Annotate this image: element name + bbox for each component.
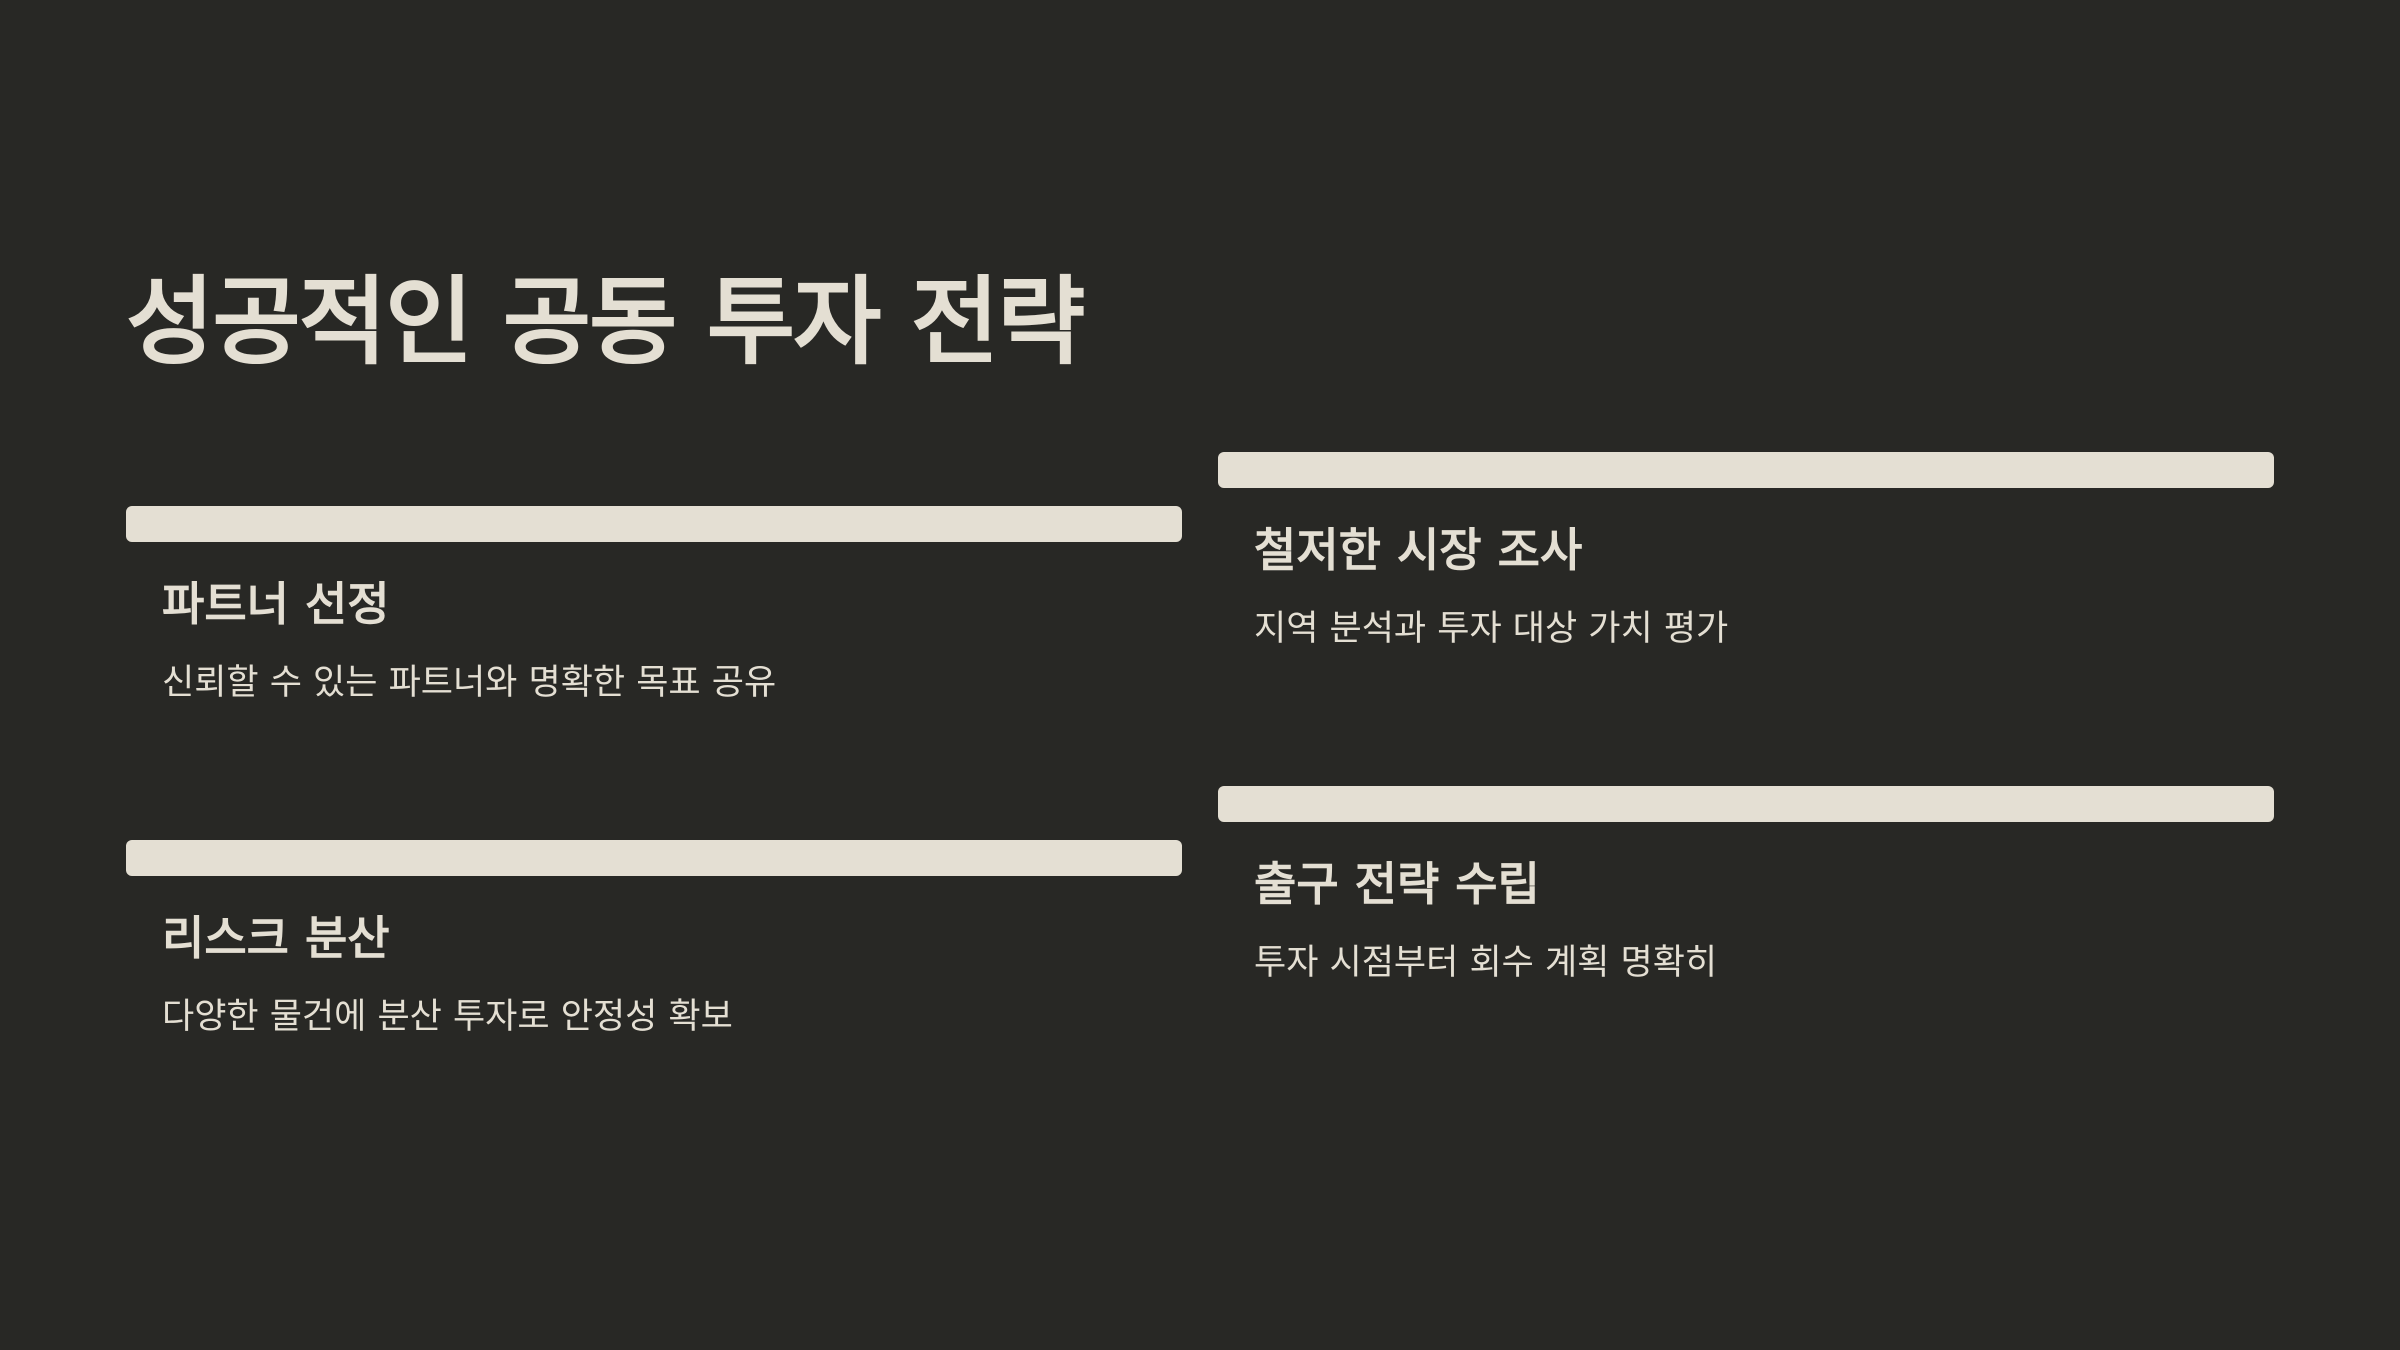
card-heading: 파트너 선정 xyxy=(162,577,390,631)
card-heading: 리스크 분산 xyxy=(162,911,390,965)
card-description: 신뢰할 수 있는 파트너와 명확한 목표 공유 xyxy=(162,663,777,703)
card-heading: 철저한 시장 조사 xyxy=(1254,523,1583,577)
slide-title: 성공적인 공동 투자 전략 xyxy=(126,266,1085,378)
card-description: 투자 시점부터 회수 계획 명확히 xyxy=(1254,943,1718,983)
card-description: 다양한 물건에 분산 투자로 안정성 확보 xyxy=(162,997,733,1037)
card-heading: 출구 전략 수립 xyxy=(1254,857,1540,911)
card-accent-bar xyxy=(126,506,1182,542)
card-accent-bar xyxy=(1218,786,2274,822)
card-accent-bar xyxy=(126,840,1182,876)
card-accent-bar xyxy=(1218,452,2274,488)
card-description: 지역 분석과 투자 대상 가치 평가 xyxy=(1254,609,1729,649)
